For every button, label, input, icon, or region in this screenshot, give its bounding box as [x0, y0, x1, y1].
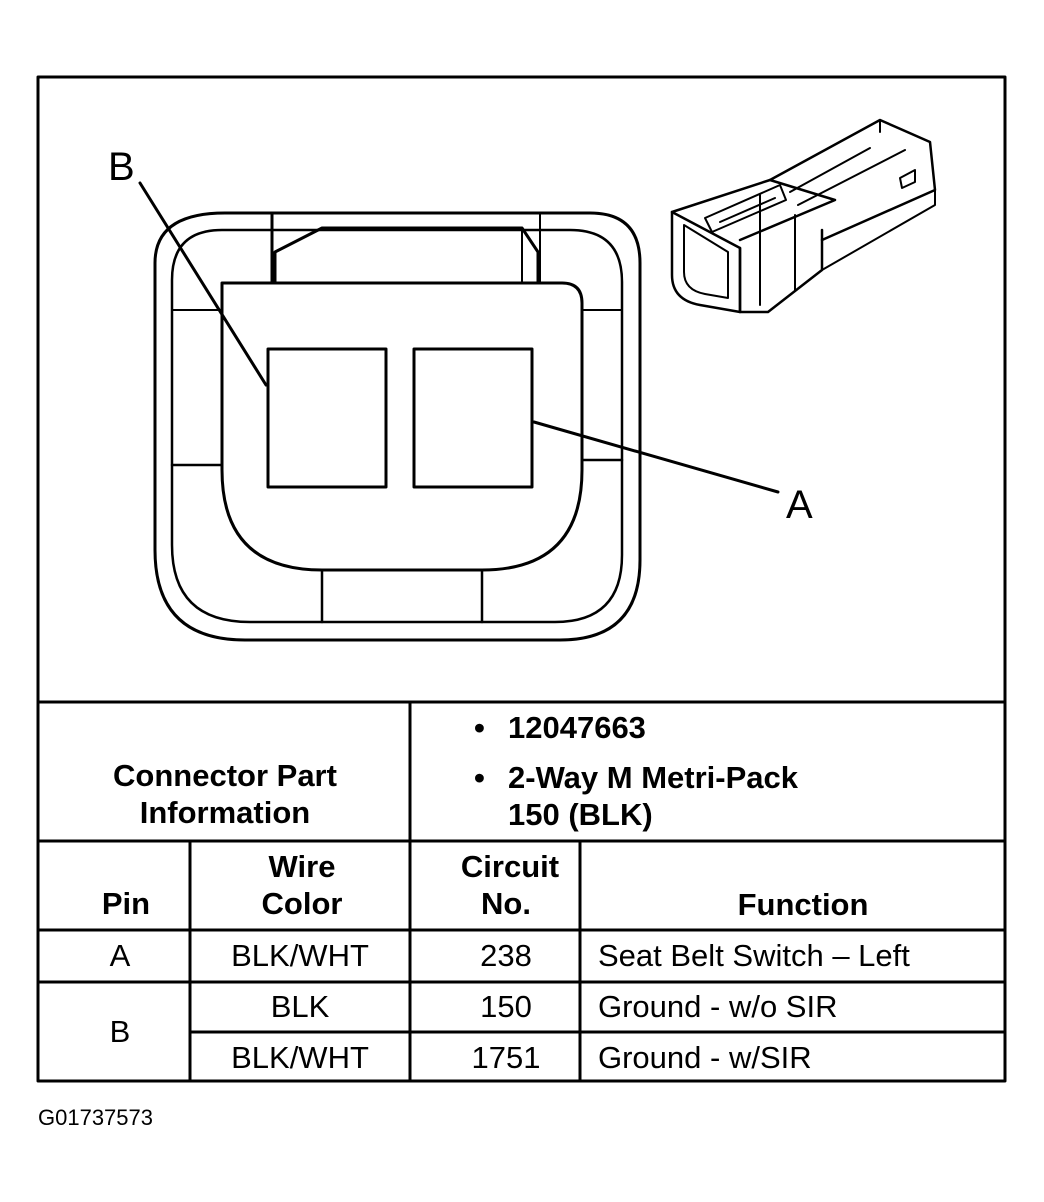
header-wire-color-line1: Wire [268, 849, 336, 884]
row-2-wire-color: BLK [270, 989, 330, 1024]
connector-type-line1: 2-Way M Metri-Pack [508, 760, 798, 795]
connector-type-line2: 150 (BLK) [508, 797, 653, 832]
diagram-frame [36, 75, 1007, 1083]
row-2-function: Ground - w/o SIR [598, 989, 838, 1024]
row-2-pin: B [109, 1014, 131, 1049]
terminal-cavity-b [266, 347, 388, 489]
row-3-function: Ground - w/SIR [598, 1040, 812, 1075]
bullet-connector-type: • [474, 760, 485, 795]
callout-label-a: A [786, 483, 813, 527]
row-1-pin: A [109, 938, 131, 973]
leader-line-a [532, 420, 780, 494]
terminal-cavity-a [412, 347, 534, 489]
leader-line-b [138, 181, 268, 387]
figure-id: G01737573 [38, 1105, 153, 1130]
header-wire-color-line2: Color [261, 886, 343, 921]
header-pin: Pin [101, 886, 151, 921]
callout-label-b: B [108, 145, 135, 189]
row-1-wire-color: BLK/WHT [231, 938, 369, 973]
header-function: Function [737, 887, 869, 922]
header-circuit-line2: No. [481, 886, 531, 921]
row-1-circuit: 238 [480, 938, 532, 973]
row-3-wire-color: BLK/WHT [231, 1040, 369, 1075]
row-1-function: Seat Belt Switch – Left [598, 938, 910, 973]
header-circuit-line1: Circuit [460, 849, 560, 884]
part-number: 12047663 [508, 710, 646, 745]
connector-info-label-line2: Information [139, 795, 311, 830]
connector-face-drawing [138, 181, 780, 642]
row-2-circuit: 150 [480, 989, 532, 1024]
bullet-part-number: • [474, 710, 485, 745]
connector-3d-drawing [670, 118, 937, 314]
row-3-circuit: 1751 [471, 1040, 541, 1075]
connector-info-label: Connector Part Information [40, 757, 410, 831]
connector-info-label-line1: Connector Part [113, 758, 337, 793]
